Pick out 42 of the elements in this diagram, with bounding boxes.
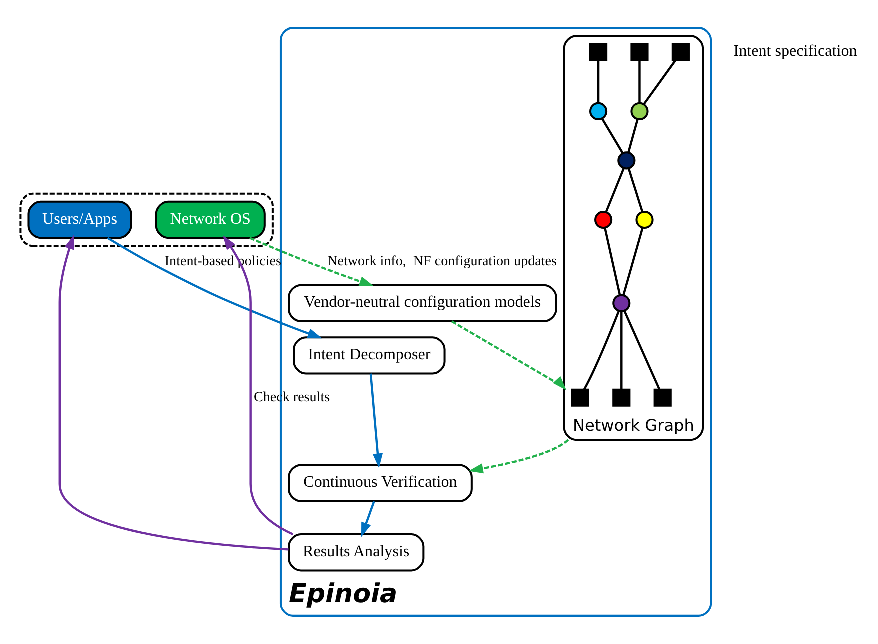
- node-circle: [636, 210, 654, 230]
- connector: [620, 312, 623, 390]
- node-box: Users/Apps: [28, 200, 132, 240]
- connector: [628, 168, 644, 212]
- node-circle: [612, 294, 631, 312]
- node-box: Results Analysis: [288, 534, 425, 572]
- cluster: [20, 192, 274, 248]
- arrow: [370, 374, 384, 468]
- arrow: [468, 439, 570, 474]
- node-circle: [590, 102, 608, 120]
- connector: [622, 228, 644, 296]
- connector: [601, 118, 624, 154]
- node-box: [612, 388, 631, 407]
- connector: [628, 119, 639, 153]
- node-box: Network OS: [155, 200, 266, 240]
- node-circle: [618, 152, 636, 170]
- node-box: Vendor-neutral configuration models: [288, 284, 558, 322]
- node-box: [672, 43, 690, 62]
- node-box: [630, 43, 649, 62]
- connector: [604, 228, 622, 296]
- arrow: [223, 235, 294, 536]
- connector: [643, 60, 676, 106]
- arrow: [58, 235, 289, 551]
- connector: [583, 310, 620, 390]
- node-box: [571, 388, 590, 407]
- connector: [597, 60, 600, 104]
- connector: [638, 60, 641, 104]
- cluster: Network Graph: [563, 35, 704, 442]
- edge-label: Network info, NF configuration updates: [328, 253, 557, 270]
- node-box: [590, 43, 608, 62]
- arrow: [451, 320, 567, 390]
- node-box: [654, 388, 672, 407]
- label: Intent specification: [734, 42, 858, 60]
- connector: [605, 168, 625, 213]
- node-circle: [594, 210, 613, 230]
- arrow: [250, 237, 374, 286]
- node-box: Intent Decomposer: [293, 336, 446, 375]
- arrow: [107, 237, 322, 339]
- arrow: [361, 501, 376, 538]
- node-circle: [630, 102, 649, 120]
- node-box: Continuous Verification: [288, 464, 473, 502]
- connector: [624, 310, 661, 390]
